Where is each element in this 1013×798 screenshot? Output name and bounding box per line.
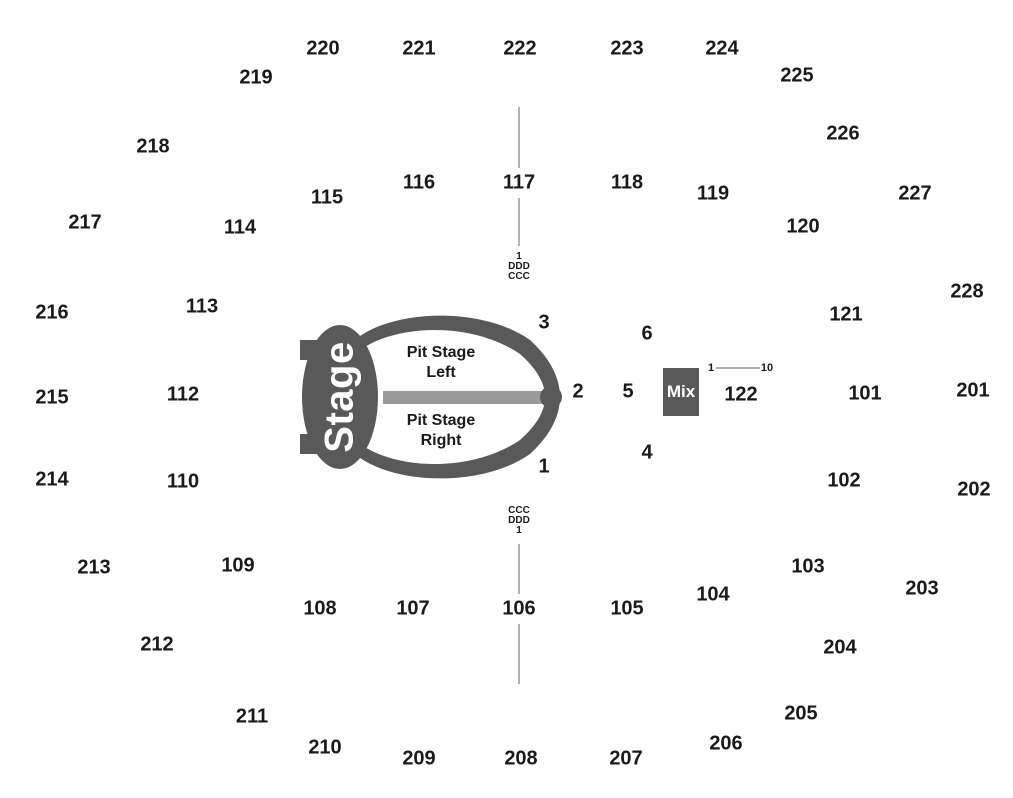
section-216[interactable]: 216 [35,301,69,324]
aisle-top-row-labels: 1 DDD CCC [508,252,530,282]
section-112[interactable]: 112 [166,383,200,406]
section-213[interactable]: 213 [77,556,111,579]
section-110[interactable]: 110 [166,470,200,493]
section-2[interactable]: 2 [572,380,584,403]
section-1[interactable]: 1 [538,455,550,478]
section-222[interactable]: 222 [503,37,537,60]
section-209[interactable]: 209 [402,747,436,770]
section-103[interactable]: 103 [791,555,825,578]
section-211[interactable]: 211 [235,705,269,728]
pit-right-line-1: Pit Stage [406,412,476,429]
section-214[interactable]: 214 [35,468,69,491]
catwalk-end-platform[interactable] [540,386,562,408]
section-224[interactable]: 224 [705,37,739,60]
section-3[interactable]: 3 [538,311,550,334]
section-114[interactable]: 114 [223,216,257,239]
section-218[interactable]: 218 [136,135,170,158]
aisle-top-row-2: DDD [508,261,530,272]
section-5[interactable]: 5 [622,380,634,403]
section-113[interactable]: 113 [185,295,219,318]
aisle-bottom-row-labels: CCC DDD 1 [508,506,530,536]
pit-stage-right-label[interactable]: Pit Stage Right [407,411,475,451]
section-4[interactable]: 4 [641,441,653,464]
aisle-bottom-row-3: 1 [516,525,522,536]
section-6[interactable]: 6 [641,322,653,345]
section-121[interactable]: 121 [829,303,863,326]
section-116[interactable]: 116 [402,171,436,194]
section-201[interactable]: 201 [956,379,990,402]
section-106[interactable]: 106 [502,597,536,620]
section-206[interactable]: 206 [709,732,743,755]
pit-left-line-2: Left [426,364,456,381]
section-212[interactable]: 212 [140,633,174,656]
stage-shape[interactable] [302,325,378,469]
aisle-bottom-row-1: CCC [508,505,530,516]
mix-row-start: 1 [707,362,715,374]
aisle-bottom-row-2: DDD [508,515,530,526]
section-228[interactable]: 228 [950,280,984,303]
section-120[interactable]: 120 [786,215,820,238]
aisle-top-row-3: CCC [508,271,530,282]
mix-row-end: 10 [760,362,774,374]
stage-label: Stage [317,341,362,453]
section-221[interactable]: 221 [402,37,436,60]
section-205[interactable]: 205 [784,702,818,725]
section-226[interactable]: 226 [826,122,860,145]
section-217[interactable]: 217 [68,211,102,234]
section-109[interactable]: 109 [221,554,255,577]
section-225[interactable]: 225 [780,64,814,87]
section-204[interactable]: 204 [823,636,857,659]
section-117[interactable]: 117 [502,171,536,194]
section-210[interactable]: 210 [308,736,342,759]
aisle-top-row-1: 1 [516,251,522,262]
pit-ring[interactable] [355,315,560,479]
mix-booth[interactable]: Mix [663,368,699,416]
section-115[interactable]: 115 [310,186,344,209]
section-119[interactable]: 119 [696,182,730,205]
section-208[interactable]: 208 [504,747,538,770]
pit-left-line-1: Pit Stage [406,344,476,361]
catwalk [383,391,543,404]
section-101[interactable]: 101 [848,382,882,405]
section-102[interactable]: 102 [827,469,861,492]
pit-right-line-2: Right [420,432,462,449]
section-202[interactable]: 202 [957,478,991,501]
section-219[interactable]: 219 [239,66,273,89]
section-105[interactable]: 105 [610,597,644,620]
section-108[interactable]: 108 [303,597,337,620]
section-220[interactable]: 220 [306,37,340,60]
section-223[interactable]: 223 [610,37,644,60]
section-122[interactable]: 122 [724,383,758,406]
pit-stage-left-label[interactable]: Pit Stage Left [407,343,475,383]
section-207[interactable]: 207 [609,747,643,770]
section-203[interactable]: 203 [905,577,939,600]
section-227[interactable]: 227 [898,182,932,205]
section-118[interactable]: 118 [610,171,644,194]
section-107[interactable]: 107 [396,597,430,620]
section-104[interactable]: 104 [696,583,730,606]
section-215[interactable]: 215 [35,386,69,409]
